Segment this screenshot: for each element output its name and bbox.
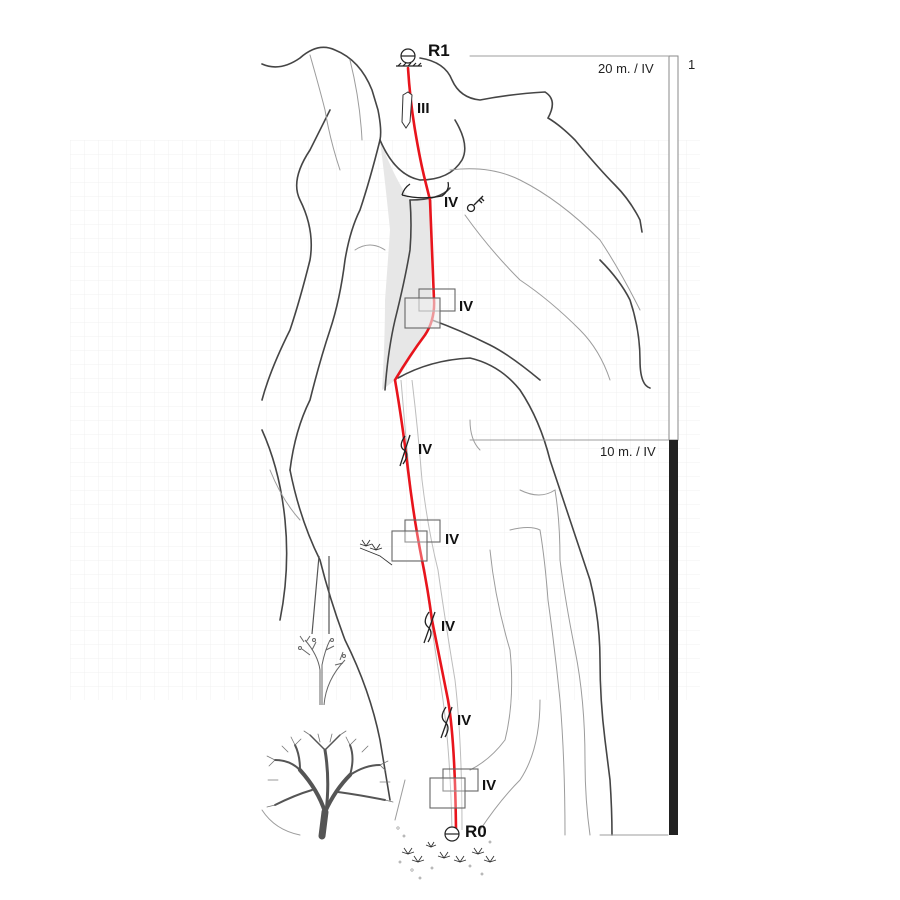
grade-label: III [417, 100, 430, 117]
pitch-scale-bar [668, 55, 679, 835]
zigzag-crack-icons [399, 434, 453, 739]
belay-anchor-icon-bottom [444, 826, 460, 842]
gravel-dots [396, 826, 492, 880]
grade-label: IV [445, 531, 460, 548]
zigzag-crack-icon [423, 611, 436, 644]
rock-contours-light [261, 54, 669, 836]
grade-label: IV [457, 712, 472, 729]
block-icon [429, 777, 466, 809]
block-icons [391, 288, 479, 809]
block-icon [442, 768, 479, 792]
grade-label: IV [418, 441, 433, 458]
small-tree-icon [298, 635, 346, 706]
grid-background [70, 140, 700, 700]
crack-lines [311, 555, 330, 635]
zigzag-crack-icon [440, 706, 453, 739]
route-line [393, 66, 458, 832]
large-tree-icon [266, 730, 394, 840]
pitch-length-upper: 20 m. / IV [598, 61, 654, 76]
pitch-number: 1 [688, 57, 696, 72]
grass-tufts-icon [359, 539, 497, 863]
block-icon [391, 530, 428, 562]
grade-label: IV [482, 777, 497, 794]
grade-label: IV [459, 298, 474, 315]
zigzag-crack-icon [399, 434, 411, 467]
belay-anchor-icon-top [396, 48, 422, 67]
station-label-r1: R1 [428, 41, 450, 60]
station-label-r0: R0 [465, 822, 487, 841]
block-icon [404, 297, 441, 329]
grade-label: IV [444, 194, 459, 211]
key-icon [466, 195, 485, 213]
grade-label: IV [441, 618, 456, 635]
pitch-length-lower: 10 m. / IV [600, 444, 656, 459]
chockstone-icon [401, 181, 450, 199]
crack-icon [401, 91, 413, 129]
